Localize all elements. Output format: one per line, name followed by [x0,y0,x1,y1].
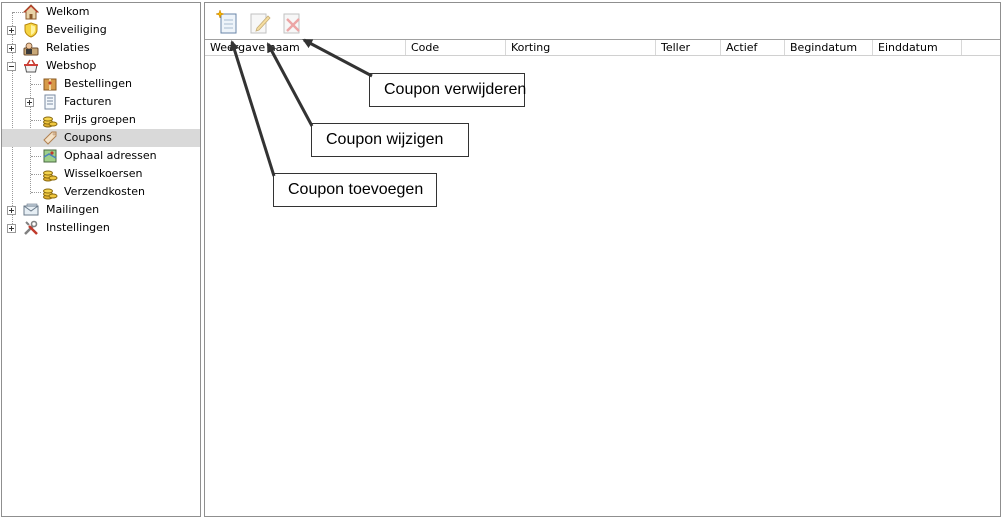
tree-item-label: Facturen [64,95,112,108]
tree-item-label: Bestellingen [64,77,132,90]
tree-item-label: Relaties [46,41,90,54]
tools-icon [24,220,38,235]
edit-document-icon [250,13,271,34]
box-icon [43,78,57,91]
tree-line [12,12,13,230]
tree-item-label: Instellingen [46,221,110,234]
tree-item-facturen[interactable]: Facturen [2,93,200,111]
coupon-icon [43,131,57,145]
coupons-panel: Weergave naam Code Korting Teller Actief… [204,2,1001,517]
delete-coupon-button[interactable] [281,9,305,35]
tree-item-mailingen[interactable]: Mailingen [2,201,200,219]
tree-item-label: Coupons [64,131,112,144]
mail-icon [23,203,39,216]
tree-item-webshop[interactable]: Webshop [2,57,200,75]
tree-line [31,84,41,85]
tree-item-label: Ophaal adressen [64,149,157,162]
callout-coupon-toevoegen: Coupon toevoegen [273,173,437,207]
column-header-code[interactable]: Code [406,40,506,55]
tree-line [31,156,41,157]
tree-item-verzendkosten[interactable]: Verzendkosten [2,183,200,201]
shopping-basket-icon [24,59,38,73]
tree-item-beveiliging[interactable]: Beveiliging [2,21,200,39]
tree-item-wisselkoersen[interactable]: Wisselkoersen [2,165,200,183]
tree-item-label: Wisselkoersen [64,167,143,180]
tree-item-coupons[interactable]: Coupons [2,129,200,147]
tree-line [13,12,23,13]
edit-coupon-button[interactable] [248,9,272,35]
tree-item-label: Beveiliging [46,23,107,36]
expand-icon[interactable] [7,44,16,53]
tree-item-label: Prijs groepen [64,113,136,126]
expand-icon[interactable] [7,206,16,215]
home-icon [23,4,39,20]
add-coupon-button[interactable] [215,9,239,35]
collapse-icon[interactable] [7,62,16,71]
tree-item-label: Verzendkosten [64,185,145,198]
tree-item-label: Webshop [46,59,97,72]
coins-icon [43,170,58,182]
tree-line [31,120,41,121]
map-icon [43,149,57,163]
column-header-korting[interactable]: Korting [506,40,656,55]
delete-document-icon [283,13,300,34]
expand-icon[interactable] [7,26,16,35]
toolbar [205,3,1000,40]
tree-item-prijs-groepen[interactable]: Prijs groepen [2,111,200,129]
callout-coupon-wijzigen: Coupon wijzigen [311,123,469,157]
column-header-begindatum[interactable]: Begindatum [785,40,873,55]
callout-coupon-verwijderen: Coupon verwijderen [369,73,526,107]
tree-line [31,174,41,175]
tree-item-welkom[interactable]: Welkom [2,3,200,21]
invoice-icon [44,94,56,110]
tree-item-label: Mailingen [46,203,100,216]
tree-item-label: Welkom [46,5,90,18]
column-header-teller[interactable]: Teller [656,40,721,55]
shield-icon [24,22,38,38]
tree-item-ophaal-adressen[interactable]: Ophaal adressen [2,147,200,165]
tree-item-instellingen[interactable]: Instellingen [2,219,200,237]
column-header-actief[interactable]: Actief [721,40,785,55]
coins-icon [43,116,58,128]
navigation-tree: Welkom Beveiliging Relaties Webshop [1,2,201,517]
tree-item-relaties[interactable]: Relaties [2,39,200,57]
column-header-weergave-naam[interactable]: Weergave naam [205,40,406,55]
column-header-einddatum[interactable]: Einddatum [873,40,962,55]
tree-item-bestellingen[interactable]: Bestellingen [2,75,200,93]
expand-icon[interactable] [25,98,34,107]
coins-icon [43,188,58,200]
coupon-grid-header: Weergave naam Code Korting Teller Actief… [205,40,1000,56]
contacts-icon [23,42,39,56]
new-document-icon [215,9,237,34]
tree-line [31,192,41,193]
expand-icon[interactable] [7,224,16,233]
